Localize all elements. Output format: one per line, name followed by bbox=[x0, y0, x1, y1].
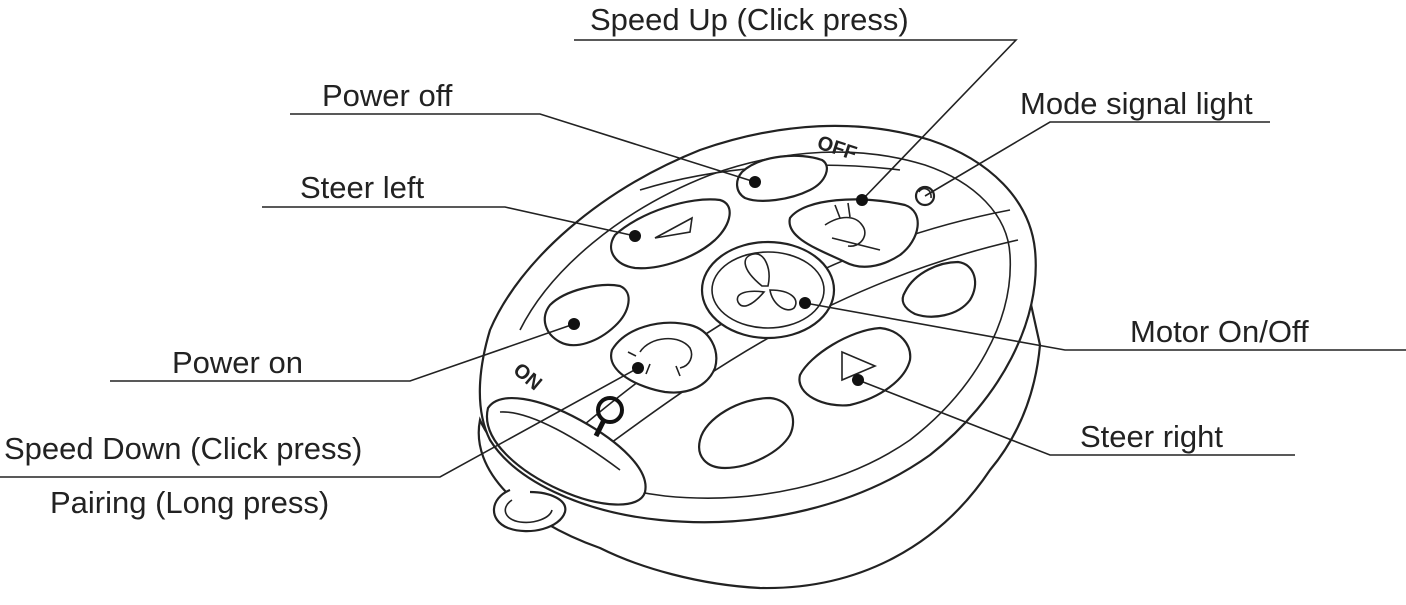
motor-dot bbox=[799, 297, 811, 309]
power-on-label: Power on bbox=[172, 345, 303, 380]
power-on-leader bbox=[110, 323, 575, 382]
steer-left-leader bbox=[262, 206, 636, 237]
speed-down-label: Speed Down (Click press) bbox=[4, 431, 362, 466]
power-on-button[interactable] bbox=[543, 283, 630, 347]
speed-down-dot bbox=[632, 362, 644, 374]
buttons bbox=[543, 154, 977, 470]
speed-down-button[interactable] bbox=[610, 321, 718, 394]
mode-signal-light-label: Mode signal light bbox=[1020, 86, 1253, 121]
steer-left-dot bbox=[629, 230, 641, 242]
motor-button[interactable] bbox=[700, 240, 836, 340]
pairing-label: Pairing (Long press) bbox=[50, 485, 329, 520]
speed-up-leader bbox=[574, 39, 1018, 201]
power-off-dot bbox=[749, 176, 761, 188]
steer-right-leader bbox=[857, 379, 1295, 456]
remote-inner-border bbox=[517, 151, 1012, 499]
speed-up-rabbit-icon bbox=[824, 202, 881, 251]
pairing-search-icon bbox=[593, 396, 624, 438]
power-off-button[interactable] bbox=[736, 154, 828, 202]
speed-up-dot bbox=[856, 194, 868, 206]
nose-cap-inner bbox=[499, 411, 621, 471]
power-on-dot bbox=[568, 318, 580, 330]
motor-on-off-label: Motor On/Off bbox=[1130, 314, 1309, 349]
bottom-button[interactable] bbox=[698, 396, 795, 470]
steer-right-button[interactable] bbox=[798, 326, 912, 407]
speed-up-button[interactable] bbox=[788, 198, 919, 268]
steer-left-label: Steer left bbox=[300, 170, 424, 205]
right-side-button[interactable] bbox=[901, 260, 977, 318]
remote-nose-cap bbox=[485, 397, 647, 506]
speed-up-label: Speed Up (Click press) bbox=[590, 2, 909, 37]
power-off-label: Power off bbox=[322, 78, 453, 113]
motor-leader bbox=[804, 302, 1406, 351]
steer-right-label: Steer right bbox=[1080, 419, 1223, 454]
motor-button-inner bbox=[711, 251, 825, 329]
fan-icon bbox=[736, 253, 797, 311]
steer-left-arrow-icon bbox=[654, 216, 694, 239]
mode-signal-leader bbox=[924, 121, 1270, 197]
leader-dots bbox=[568, 176, 868, 386]
speed-down-turtle-icon bbox=[627, 337, 693, 377]
speed-down-leader bbox=[0, 367, 639, 478]
steer-left-button[interactable] bbox=[610, 198, 731, 270]
mode-signal-light-icon bbox=[918, 187, 932, 199]
keyring-loop-inner bbox=[504, 499, 553, 524]
steer-right-dot bbox=[852, 374, 864, 386]
power-off-leader bbox=[290, 113, 756, 183]
leader-lines bbox=[0, 39, 1406, 478]
steer-right-arrow-icon bbox=[841, 350, 878, 382]
